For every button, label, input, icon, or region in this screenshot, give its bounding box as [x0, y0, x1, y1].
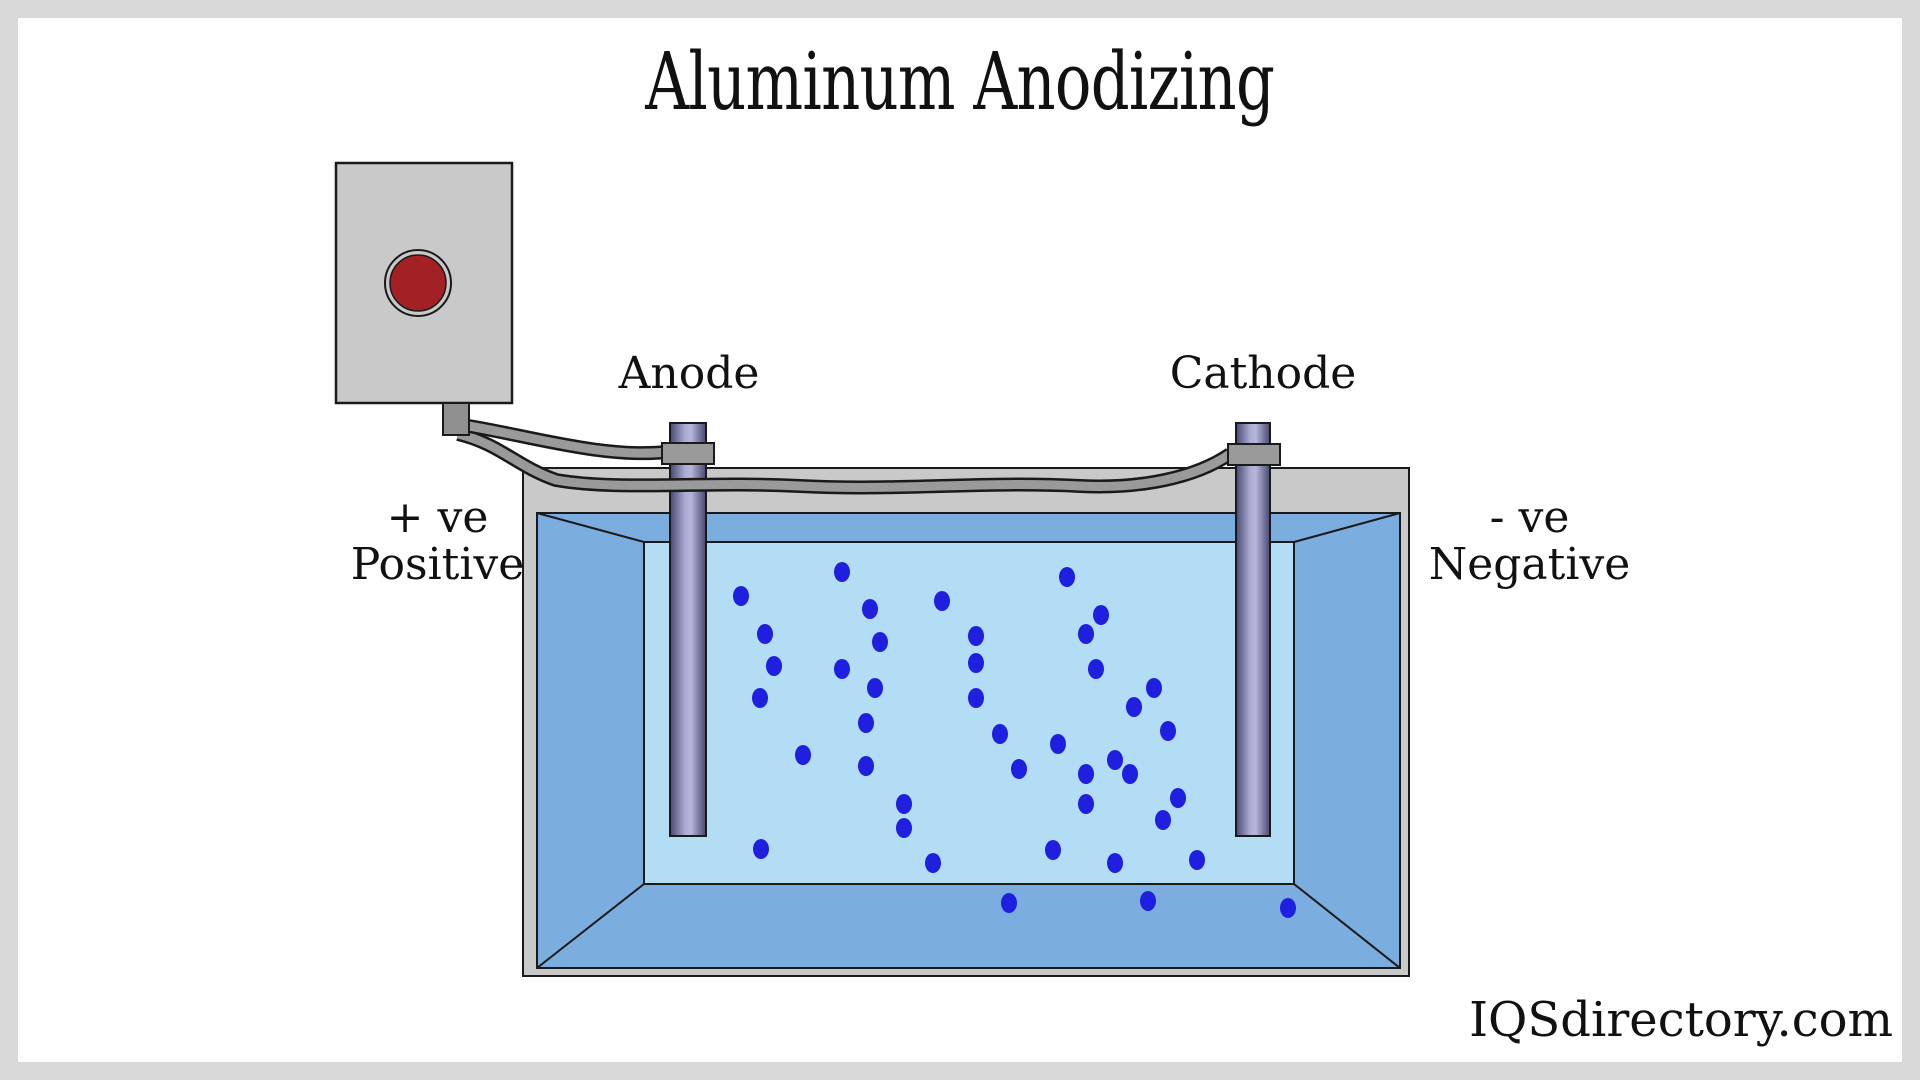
- page-title: Aluminum Anodizing: [18, 38, 1902, 126]
- ion-dot: [757, 624, 773, 644]
- ion-dot: [1078, 794, 1094, 814]
- ion-dot: [1155, 810, 1171, 830]
- ion-dot: [968, 688, 984, 708]
- ion-dot: [1107, 750, 1123, 770]
- watermark: IQSdirectory.com: [1469, 992, 1893, 1048]
- ion-dot: [1170, 788, 1186, 808]
- ion-dot: [1078, 764, 1094, 784]
- electrolyte-panel: [643, 541, 1295, 885]
- ion-dot: [1160, 721, 1176, 741]
- ion-dot: [1126, 697, 1142, 717]
- ion-dot: [934, 591, 950, 611]
- ion-dot: [1050, 734, 1066, 754]
- ion-dot: [1122, 764, 1138, 784]
- power-button-icon: [389, 254, 447, 312]
- ion-dot: [1146, 678, 1162, 698]
- ion-dot: [925, 853, 941, 873]
- anode-wire: [455, 419, 667, 458]
- cathode-clamp: [1227, 443, 1281, 466]
- ion-dot: [1059, 567, 1075, 587]
- anode-clamp: [661, 442, 715, 465]
- ion-dot: [766, 656, 782, 676]
- ion-dot: [1078, 624, 1094, 644]
- ion-dot: [753, 839, 769, 859]
- ion-dot: [733, 586, 749, 606]
- ion-dot: [858, 756, 874, 776]
- ion-dot: [1011, 759, 1027, 779]
- ion-dot: [858, 713, 874, 733]
- ion-dot: [896, 818, 912, 838]
- perspective-edge-top-left: [536, 512, 645, 543]
- perspective-edge-top-right: [1293, 512, 1401, 543]
- ion-dot: [1107, 853, 1123, 873]
- anodizing-diagram: [334, 161, 1410, 977]
- negative-terminal-label: - ve Negative: [1422, 494, 1637, 588]
- cathode-rod: [1235, 422, 1271, 837]
- cathode-wire: [456, 429, 1233, 492]
- ion-dot: [896, 794, 912, 814]
- ion-dot: [862, 599, 878, 619]
- ion-dot: [1189, 850, 1205, 870]
- perspective-edge-bottom-left: [536, 883, 645, 969]
- ion-dot: [752, 688, 768, 708]
- positive-terminal-label: + ve Positive: [330, 494, 545, 588]
- power-supply-terminal: [442, 402, 470, 436]
- ion-dot: [992, 724, 1008, 744]
- positive-word: Positive: [350, 539, 525, 590]
- cathode-label: Cathode: [1169, 348, 1357, 399]
- negative-word: Negative: [1428, 539, 1631, 590]
- ion-dot: [1280, 898, 1296, 918]
- ion-dot: [834, 659, 850, 679]
- ion-dot: [968, 653, 984, 673]
- ion-dot: [1093, 605, 1109, 625]
- anode-label: Anode: [618, 348, 760, 399]
- ion-dot: [795, 745, 811, 765]
- ion-dot: [834, 562, 850, 582]
- ion-dots: [733, 562, 1296, 918]
- negative-symbol: - ve: [1489, 492, 1570, 543]
- ion-dot: [1045, 840, 1061, 860]
- ion-dot: [968, 626, 984, 646]
- page-title-text: Aluminum Anodizing: [645, 35, 1276, 128]
- ion-dot: [1140, 891, 1156, 911]
- perspective-edge-bottom-right: [1293, 883, 1401, 969]
- positive-symbol: + ve: [386, 492, 489, 543]
- ion-dot: [872, 632, 888, 652]
- ion-dot: [1001, 893, 1017, 913]
- ion-dot: [1088, 659, 1104, 679]
- ion-dot: [867, 678, 883, 698]
